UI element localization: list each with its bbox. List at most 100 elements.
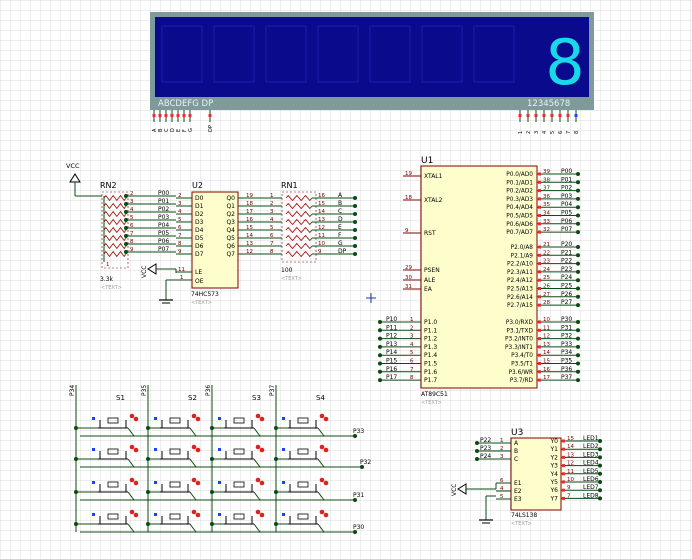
junction-dot <box>274 457 278 461</box>
keypad-switch[interactable] <box>146 444 201 468</box>
keypad-switch[interactable] <box>210 413 265 437</box>
u1-p0-net: P03 <box>561 193 572 200</box>
switch-indicator <box>191 477 197 483</box>
keypad-switch[interactable] <box>210 444 265 468</box>
u1-p0-net: P06 <box>561 218 572 225</box>
u1-ctrl-pin-number: 29 <box>405 265 412 271</box>
net-terminal-dot <box>353 434 357 438</box>
u1-p2-net: P21 <box>561 249 572 256</box>
net-terminal-dot <box>598 439 602 443</box>
switch-indicator <box>323 447 329 453</box>
switch-indicator <box>323 512 329 518</box>
rn1-resistor <box>285 210 313 218</box>
switch-to-row-wire <box>317 491 325 501</box>
u1-p0-net: P02 <box>561 185 572 192</box>
u2-in-pin-number: 6 <box>178 225 182 231</box>
net-terminal-dot <box>475 449 479 453</box>
keypad-switch[interactable] <box>274 444 329 468</box>
net-terminal-dot <box>353 204 357 208</box>
u3-output-net: LED2 <box>583 443 599 450</box>
u1-p1-label: P1.2 <box>424 336 437 343</box>
switch-button <box>297 513 309 520</box>
u3-enable-label: E1 <box>514 480 522 487</box>
net-terminal-dot <box>353 196 357 200</box>
u1-p0-label: P0.4/AD4 <box>506 205 533 211</box>
switch-state-marker <box>218 481 221 484</box>
keypad-switch[interactable] <box>274 509 329 533</box>
net-terminal-dot <box>360 465 364 469</box>
switch-to-row-wire <box>189 523 197 533</box>
keypad-switch[interactable] <box>74 509 139 533</box>
u2-q-label: Q4 <box>226 227 235 234</box>
pin-state-marker <box>538 262 541 266</box>
u1-p1-net: P12 <box>386 333 397 340</box>
keypad-switch[interactable] <box>274 477 329 501</box>
keypad-switch[interactable] <box>146 509 201 533</box>
u1-p3-label: P3.4/T0 <box>511 353 533 359</box>
keypad-switch[interactable] <box>210 509 265 533</box>
pin-state-marker <box>152 114 156 117</box>
keypad-row-net: P32 <box>360 459 371 466</box>
junction-dot <box>74 457 78 461</box>
pin-state-marker <box>176 114 180 117</box>
display-digit-pin-label: 2 <box>526 131 532 134</box>
switch-to-row-wire <box>189 458 197 468</box>
keypad-switch[interactable] <box>210 477 265 501</box>
segment-net-label: B <box>338 200 342 207</box>
u3-input-label: B <box>514 448 518 455</box>
keypad-switch[interactable] <box>274 413 329 437</box>
keypad-switch[interactable] <box>74 477 139 501</box>
u1-p0-pin-number: 34 <box>543 211 550 217</box>
rn2-pin-number: 2 <box>130 191 134 197</box>
switch-button <box>169 481 181 488</box>
keypad-switch[interactable] <box>146 477 201 501</box>
u3-ref: U3 <box>511 428 523 438</box>
u1-p2-pin-number: 22 <box>543 250 550 256</box>
rn1-left-pin-number: 8 <box>270 249 274 255</box>
net-terminal-dot <box>353 236 357 240</box>
u1-p1-net: P15 <box>386 358 397 365</box>
rn1-ref: RN1 <box>281 181 298 190</box>
switch-button <box>233 513 245 520</box>
rn1-right-pin-number: 9 <box>318 249 322 255</box>
u1-ref: U1 <box>421 156 433 166</box>
u3-y-label: Y5 <box>550 479 559 486</box>
u3-output-net: LED6 <box>583 476 599 483</box>
pin-state-marker <box>188 114 192 117</box>
u1-ctrl-label: XTAL2 <box>424 197 443 204</box>
u1-p0-net: P00 <box>561 168 572 175</box>
pin-state-marker <box>538 180 541 184</box>
display-seg-pin-label: E <box>176 129 182 132</box>
u3-y-pin-number: 12 <box>567 461 574 467</box>
u2-in-pin-number: 5 <box>178 217 182 223</box>
pin-state-marker <box>562 464 565 468</box>
net-label: P07 <box>158 246 169 253</box>
net-terminal-dot <box>576 303 580 308</box>
keypad-row-net: P33 <box>353 428 364 435</box>
keypad-switch[interactable] <box>74 413 139 437</box>
rn2-value: 3.3k <box>100 276 114 283</box>
u1-p3-pin-number: 12 <box>543 334 550 340</box>
u2-in-pin-number: 9 <box>178 249 182 255</box>
u2-in-pin-number: 8 <box>178 241 182 247</box>
rn2-resistor <box>103 250 127 258</box>
rn2-common-pin: 1 <box>106 262 110 268</box>
pin-state-marker <box>538 337 541 341</box>
net-terminal-dot <box>378 361 382 366</box>
keypad-switch[interactable] <box>146 413 201 437</box>
keypad-column-label: S1 <box>116 394 125 402</box>
u1-ctrl-pin-number: 18 <box>405 195 412 201</box>
u3-y-pin-number: 7 <box>567 493 571 499</box>
u1-ctrl-pin-number: 9 <box>405 228 409 234</box>
keypad-switch[interactable] <box>74 444 139 468</box>
